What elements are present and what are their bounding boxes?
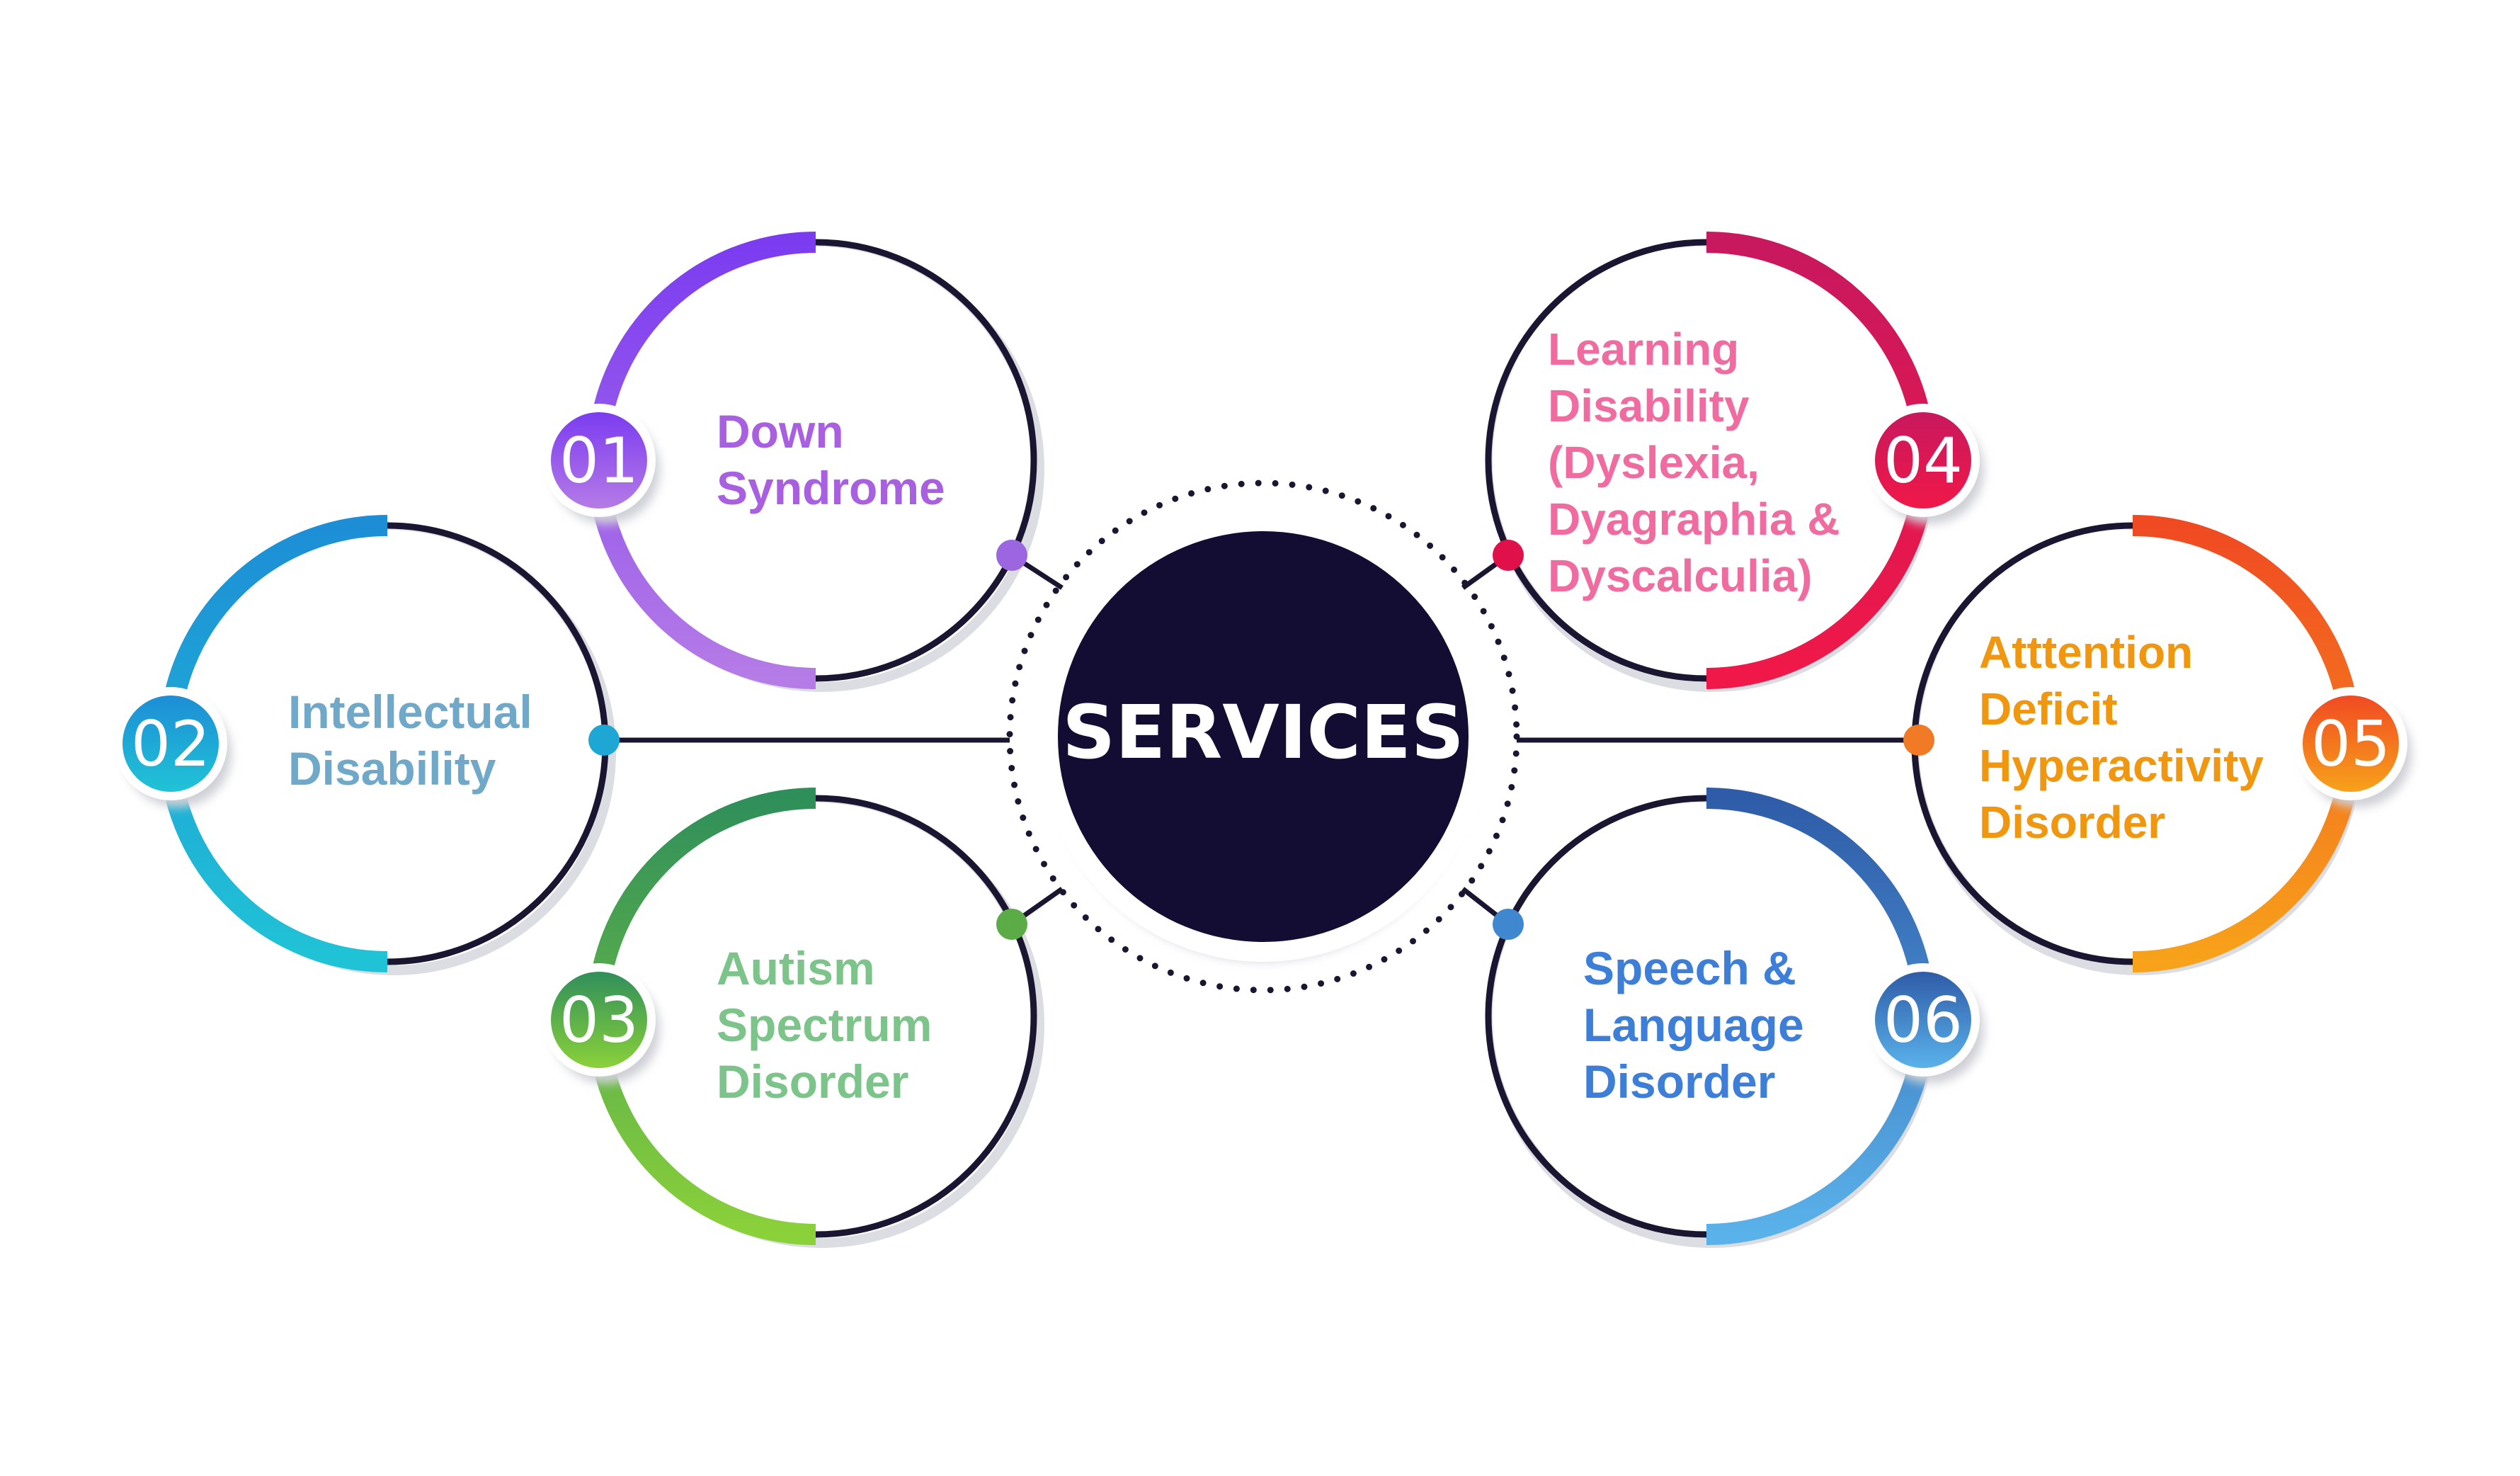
connector-dot: [1493, 540, 1524, 571]
hub-dotted-ring: [1006, 479, 1520, 994]
service-label-line: (Dyslexia,: [1548, 437, 1760, 488]
badge-circle: [122, 696, 219, 792]
service-number: 03: [559, 984, 639, 1057]
ring-fill: [173, 530, 601, 958]
service-label-line: Deficit: [1979, 683, 2118, 734]
ring-dark-arc: [1485, 239, 1707, 682]
service-number: 05: [2311, 708, 2390, 780]
service-label-line: Autism: [717, 942, 875, 994]
center-title: SERVICES: [1062, 689, 1464, 776]
service-number: 06: [1883, 984, 1963, 1057]
connector-dot: [1903, 725, 1934, 756]
service-number: 02: [131, 708, 210, 780]
service-label-line: Disorder: [1979, 797, 2165, 848]
ring-dark-arc: [815, 239, 1037, 682]
badge-circle: [1875, 972, 1971, 1068]
service-label-line: Dyagraphia &: [1548, 494, 1840, 545]
service-label-line: Intellectual: [288, 686, 532, 738]
service-label-line: Disability: [288, 742, 496, 795]
service-label-line: Disorder: [717, 1055, 908, 1108]
center-hub: SERVICES: [1006, 479, 1520, 994]
badge-circle: [1875, 412, 1971, 509]
ring-dark-arc: [1485, 795, 1707, 1238]
ring-fill: [1493, 802, 1920, 1230]
service-label-line: Speech &: [1583, 942, 1796, 994]
service-label-line: Language: [1583, 999, 1804, 1051]
service-label-line: Disability: [1548, 380, 1750, 431]
service-label-line: Syndrome: [717, 462, 945, 514]
connector-dot: [588, 725, 620, 756]
hub-circle: [1058, 531, 1469, 942]
ring-fill: [1493, 246, 1920, 674]
service-label-line: Learning: [1548, 324, 1739, 375]
ring-fill: [602, 802, 1030, 1230]
service-label-line: Dyscalculia): [1548, 550, 1813, 601]
badge-circle: [551, 972, 647, 1068]
connector-dot: [996, 540, 1027, 571]
badge-circle: [2303, 696, 2399, 792]
badge-circle: [551, 412, 647, 509]
service-label-line: Hyperactivity: [1979, 740, 2264, 791]
service-label-line: Disorder: [1583, 1055, 1775, 1108]
ring-fill: [1919, 530, 2347, 958]
connector-dot: [1493, 909, 1524, 940]
service-label-line: Down: [717, 405, 844, 458]
ring-fill: [602, 246, 1030, 674]
service-number: 04: [1883, 424, 1963, 497]
connector-dot: [996, 909, 1027, 940]
service-label-line: Spectrum: [717, 999, 932, 1051]
service-number: 01: [559, 424, 639, 497]
ring-dark-arc: [815, 795, 1037, 1238]
service-label-line: Atttention: [1979, 627, 2193, 678]
